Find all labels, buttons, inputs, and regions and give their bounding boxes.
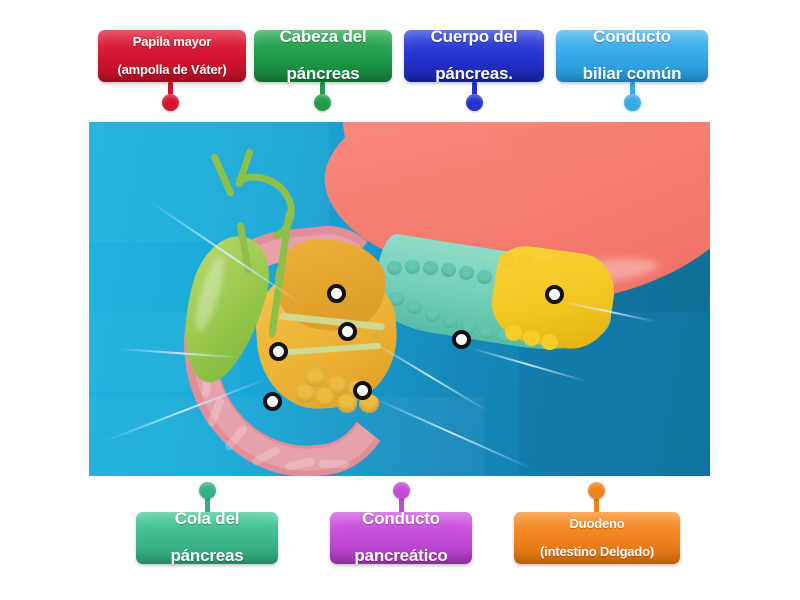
background-patch: [89, 397, 484, 476]
marker-3[interactable]: [269, 342, 288, 361]
pancreas-lobule: [295, 384, 315, 403]
label-line: (intestino Delgado): [540, 544, 654, 560]
pancreas-lobule: [387, 261, 402, 275]
pancreas-lobule: [517, 255, 534, 271]
label-line: Conducto: [593, 27, 671, 47]
background-patch: [89, 122, 329, 242]
label-duodeno[interactable]: Duodeno (intestino Delgado): [514, 512, 680, 564]
pancreas-lobule: [337, 394, 357, 413]
stem-duodeno: [594, 494, 599, 514]
stem-cabeza-del-pancreas: [320, 82, 325, 100]
duodenum-segment: [318, 459, 350, 469]
pancreas-anatomy-illustration: [89, 122, 710, 476]
dot-papila-mayor: [162, 94, 179, 111]
pancreas-lobule: [423, 261, 438, 275]
dot-cabeza-del-pancreas: [314, 94, 331, 111]
stem-conducto-pancreatico: [399, 494, 404, 514]
pancreas-lobule: [523, 330, 540, 346]
label-line: pancreático: [354, 546, 448, 566]
pancreas-lobule: [535, 259, 552, 275]
marker-6[interactable]: [452, 330, 471, 349]
label-cola-del-pancreas[interactable]: Cola del páncreas: [136, 509, 278, 566]
pancreas-lobule: [305, 368, 325, 387]
pancreas-lobule: [443, 314, 458, 328]
label-line: biliar común: [582, 64, 682, 84]
label-line: Cabeza del: [279, 27, 367, 47]
label-conducto-biliar-comun[interactable]: Conducto biliar común: [556, 27, 708, 84]
label-cuerpo-del-pancreas[interactable]: Cuerpo del páncreas.: [404, 27, 544, 84]
pancreas-lobule: [407, 300, 422, 314]
dot-duodeno: [588, 482, 605, 499]
label-cabeza-del-pancreas[interactable]: Cabeza del páncreas: [254, 27, 392, 84]
stem-cola-del-pancreas: [205, 494, 210, 514]
pancreas-lobule: [499, 252, 516, 268]
label-line: páncreas: [286, 64, 360, 84]
pancreas-lobule: [505, 325, 522, 341]
pancreas-lobule: [425, 308, 440, 322]
stem-cuerpo-del-pancreas: [472, 82, 477, 100]
label-line: Conducto: [362, 509, 440, 529]
marker-1[interactable]: [327, 284, 346, 303]
label-line: páncreas.: [435, 64, 513, 84]
label-papila-mayor[interactable]: Papila mayor (ampolla de Váter): [98, 30, 246, 82]
label-line: Cuerpo del: [430, 27, 518, 47]
label-conducto-pancreatico[interactable]: Conducto pancreático: [330, 509, 472, 566]
label-line: Papila mayor: [132, 33, 212, 49]
marker-7[interactable]: [545, 285, 564, 304]
label-line: (ampolla de Váter): [117, 62, 227, 78]
pancreas-lobule: [459, 266, 474, 280]
marker-2[interactable]: [338, 322, 357, 341]
label-line: Duodeno: [569, 515, 625, 531]
pancreas-lobule: [541, 334, 558, 350]
label-line: Cola del: [174, 509, 240, 529]
pancreas-lobule: [479, 325, 494, 339]
dot-conducto-pancreatico: [393, 482, 410, 499]
label-line: páncreas: [170, 546, 244, 566]
pancreas-lobule: [441, 263, 456, 277]
stem-papila-mayor: [168, 82, 173, 100]
pancreas-lobule: [405, 260, 420, 274]
pancreas-lobule: [315, 388, 335, 407]
dot-cuerpo-del-pancreas: [466, 94, 483, 111]
stem-conducto-biliar-comun: [630, 82, 635, 100]
pancreas-lobule: [389, 292, 404, 306]
marker-4[interactable]: [263, 392, 282, 411]
pancreas-lobule: [477, 270, 492, 284]
dot-cola-del-pancreas: [199, 482, 216, 499]
dot-conducto-biliar-comun: [624, 94, 641, 111]
marker-5[interactable]: [353, 381, 372, 400]
